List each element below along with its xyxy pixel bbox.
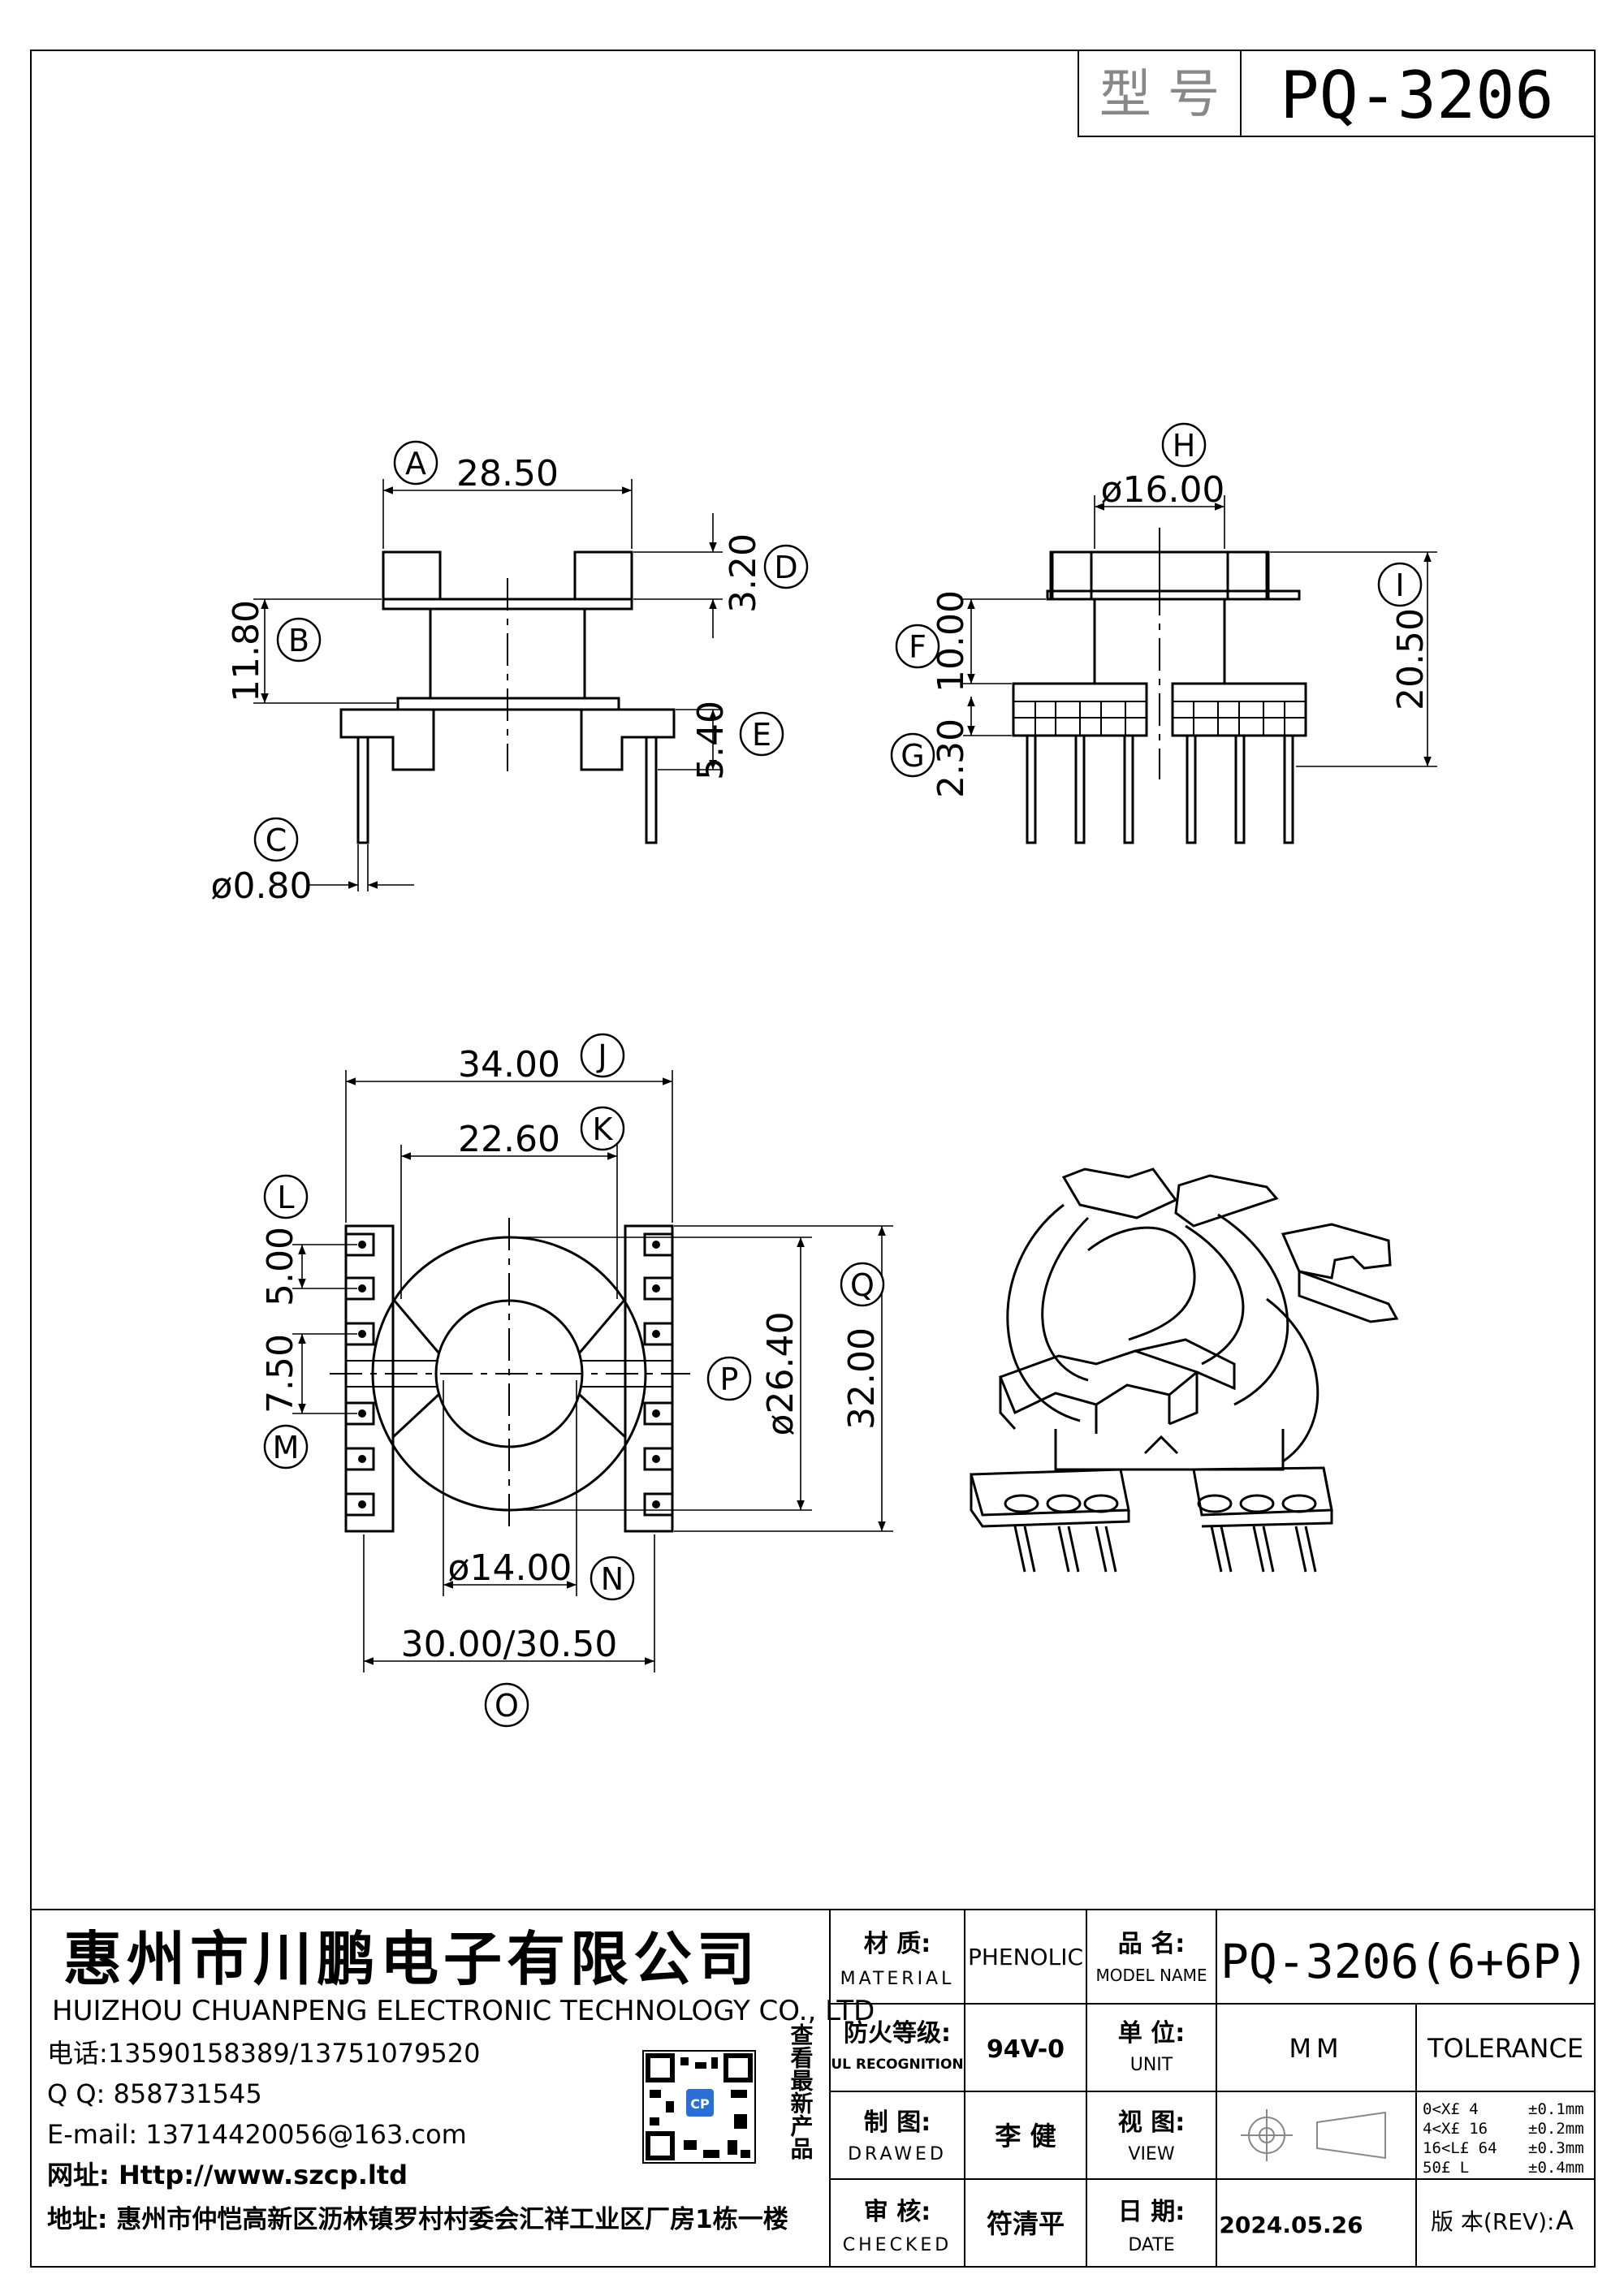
dim-m-letter: M xyxy=(273,1430,300,1465)
rev-value: A xyxy=(1556,2205,1574,2236)
tolerance-value-4: ±0.4mm xyxy=(1528,2159,1584,2177)
fire-value: 94V-0 xyxy=(987,2035,1065,2064)
dim-q-letter: Q xyxy=(850,1267,875,1303)
dim-c-value: ø0.80 xyxy=(211,865,313,907)
company-info: 惠州市川鹏电子有限公司 HUIZHOU CHUANPENG ELECTRONIC… xyxy=(47,1925,875,2234)
dim-p-letter: P xyxy=(720,1362,739,1397)
checked-label-en: CHECKED xyxy=(843,2235,952,2255)
dim-e-letter: E xyxy=(752,717,771,753)
dim-a-letter: A xyxy=(405,446,426,481)
fire-label-en: UL RECOGNITION xyxy=(831,2056,963,2073)
company-name-en: HUIZHOU CHUANPENG ELECTRONIC TECHNOLOGY … xyxy=(52,1995,875,2027)
dim-l-letter: L xyxy=(277,1180,294,1215)
front-view-labels: 28.50 A 11.80 B 3.20 D 5.40 E C ø0.80 xyxy=(211,440,809,907)
dim-c-letter: C xyxy=(266,822,287,858)
dim-k-value: 22.60 xyxy=(458,1119,560,1160)
fire-label-cn: 防火等级: xyxy=(844,2019,951,2048)
front-view xyxy=(339,550,676,844)
model-label-en: MODEL NAME xyxy=(1095,1966,1207,1985)
model-label-cn: 品 名: xyxy=(1118,1930,1185,1958)
dim-o-letter: O xyxy=(495,1688,519,1724)
tolerance-range-1: 0<X£ 4 xyxy=(1423,2100,1479,2118)
dim-n-value: ø14.00 xyxy=(448,1547,572,1589)
tolerance-value-2: ±0.2mm xyxy=(1528,2120,1584,2138)
header-model-box: 型 号 PQ-3206 xyxy=(1078,50,1596,137)
dim-j-value: 34.00 xyxy=(458,1044,560,1085)
dim-e-value: 5.40 xyxy=(690,701,732,780)
header-model-label: 型 号 xyxy=(1099,65,1220,125)
dim-h-value: ø16.00 xyxy=(1101,469,1225,511)
isometric-view xyxy=(970,1167,1399,1573)
dim-q-value: 32.00 xyxy=(841,1327,883,1430)
date-label-cn: 日 期: xyxy=(1118,2198,1185,2226)
dim-o-value: 30.00/30.50 xyxy=(401,1624,618,1665)
dim-d-value: 3.20 xyxy=(723,533,764,613)
side-view-labels: H ø16.00 10.00 F 2.30 G 20.50 I xyxy=(890,422,1432,798)
material-value: PHENOLIC xyxy=(968,1944,1083,1970)
dim-f-letter: F xyxy=(909,629,926,665)
dim-m-value: 7.50 xyxy=(260,1334,301,1413)
dim-b-letter: B xyxy=(288,623,309,658)
tolerance-range-2: 4<X£ 16 xyxy=(1423,2120,1488,2138)
view-label-en: VIEW xyxy=(1128,2144,1174,2164)
dim-a-value: 28.50 xyxy=(456,453,559,494)
front-view-dimensions xyxy=(253,479,723,891)
bottom-view-pins xyxy=(358,1241,660,1508)
dim-i-value: 20.50 xyxy=(1390,608,1432,710)
company-address: 地址: 惠州市仲恺高新区沥林镇罗村村委会汇祥工业区厂房1栋一楼 xyxy=(47,2205,788,2234)
dim-h-letter: H xyxy=(1173,428,1196,464)
dim-p-value: ø26.40 xyxy=(760,1312,801,1436)
unit-label-cn: 单 位: xyxy=(1118,2019,1185,2048)
dim-i-letter: I xyxy=(1395,568,1404,603)
side-view-dimensions xyxy=(963,495,1437,767)
qr-code[interactable]: CP xyxy=(642,2050,756,2164)
checked-value: 符清平 xyxy=(987,2208,1065,2239)
material-label-cn: 材 质: xyxy=(864,1930,931,1958)
rev-label: 版 本(REV): xyxy=(1431,2208,1554,2235)
bottom-view-labels: 34.00 J 22.60 K L 5.00 7.50 M P ø26.40 Q… xyxy=(260,1033,885,1728)
title-block xyxy=(31,1909,1595,2267)
dim-j-letter: J xyxy=(596,1038,607,1074)
tolerance-value-1: ±0.1mm xyxy=(1528,2100,1584,2118)
dim-l-value: 5.00 xyxy=(260,1227,301,1306)
bottom-view xyxy=(330,1218,690,1534)
dim-g-letter: G xyxy=(901,738,924,774)
tolerance-value-3: ±0.3mm xyxy=(1528,2139,1584,2157)
date-value: 2024.05.26 xyxy=(1219,2212,1363,2238)
tolerance-range-3: 16<L£ 64 xyxy=(1423,2139,1497,2157)
dim-g-value: 2.30 xyxy=(931,719,972,798)
dim-b-value: 11.80 xyxy=(226,600,267,702)
dim-n-letter: N xyxy=(601,1561,624,1597)
date-label-en: DATE xyxy=(1128,2235,1174,2255)
unit-value: MM xyxy=(1289,2033,1343,2064)
qr-caption: 查看最新产品 xyxy=(788,2023,814,2160)
company-website: 网址: Http://www.szcp.ltd xyxy=(47,2160,408,2190)
view-label-cn: 视 图: xyxy=(1118,2108,1185,2137)
drawn-value: 李 健 xyxy=(995,2121,1056,2151)
projection-symbol-icon xyxy=(1241,2109,1386,2161)
model-value: PQ-3206(6+6P) xyxy=(1220,1934,1589,1989)
company-qq: Q Q: 858731545 xyxy=(47,2078,262,2109)
unit-label-en: UNIT xyxy=(1130,2055,1173,2075)
company-phone: 电话:13590158389/13751079520 xyxy=(47,2038,480,2069)
company-name-cn: 惠州市川鹏电子有限公司 xyxy=(63,1925,760,1993)
side-view xyxy=(1012,528,1307,844)
tolerance-range-4: 50£ L xyxy=(1423,2159,1469,2177)
company-email: E-mail: 13714420056@163.com xyxy=(47,2119,467,2150)
qr-badge: CP xyxy=(690,2096,710,2112)
dim-d-letter: D xyxy=(774,550,797,585)
title-block-fields: 材 质: MATERIAL PHENOLIC 品 名: MODEL NAME P… xyxy=(831,1930,1589,2255)
tolerance-title: TOLERANCE xyxy=(1427,2033,1583,2064)
checked-label-cn: 审 核: xyxy=(864,2198,931,2226)
header-model-value: PQ-3206 xyxy=(1280,58,1553,133)
sheet-border xyxy=(30,50,1596,2268)
drawn-label-cn: 制 图: xyxy=(864,2108,931,2137)
material-label-en: MATERIAL xyxy=(840,1969,955,1989)
bottom-view-dimensions xyxy=(292,1070,893,1672)
drawn-label-en: DRAWED xyxy=(848,2144,947,2164)
dim-k-letter: K xyxy=(593,1111,614,1147)
